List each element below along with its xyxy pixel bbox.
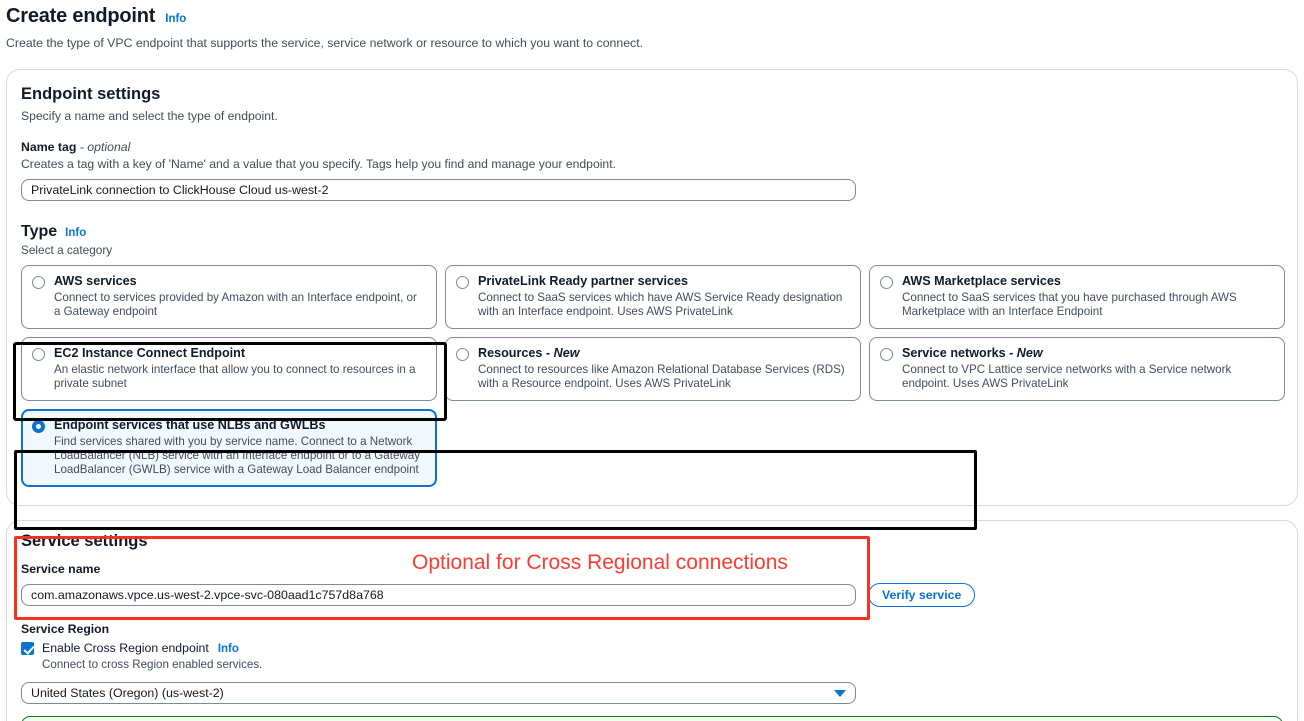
type-option-description: Connect to VPC Lattice service networks …	[902, 363, 1232, 390]
type-option-title: PrivateLink Ready partner services	[478, 274, 689, 288]
type-option-description: Connect to SaaS services that you have p…	[902, 291, 1237, 318]
type-info-link[interactable]: Info	[65, 227, 87, 239]
type-option-endpoint-services-nlb-gwlb[interactable]: Endpoint services that use NLBs and GWLB…	[21, 409, 437, 487]
radio-icon[interactable]	[456, 276, 469, 289]
type-option-service-networks[interactable]: Service networks - New Connect to VPC La…	[869, 337, 1285, 401]
checkbox-checked-icon[interactable]	[21, 642, 34, 655]
service-region-label: Service Region	[21, 622, 110, 636]
service-settings-title: Service settings	[21, 532, 148, 550]
endpoint-settings-card: Endpoint settings Specify a name and sel…	[6, 69, 1298, 506]
type-option-description: Connect to services provided by Amazon w…	[54, 291, 417, 318]
service-name-label: Service name	[21, 562, 101, 576]
endpoint-type-options: AWS services Connect to services provide…	[21, 265, 1285, 487]
radio-icon-selected[interactable]	[32, 420, 45, 433]
enable-cross-region-description: Connect to cross Region enabled services…	[42, 658, 263, 671]
radio-icon[interactable]	[456, 348, 469, 361]
type-option-ec2-instance-connect-endpoint[interactable]: EC2 Instance Connect Endpoint An elastic…	[21, 337, 437, 401]
name-tag-label: Name tag - optional	[21, 140, 1283, 154]
name-tag-optional-text: - optional	[79, 140, 131, 154]
chevron-down-icon[interactable]	[834, 689, 846, 697]
service-name-row: com.amazonaws.vpce.us-west-2.vpce-svc-08…	[21, 583, 1283, 607]
type-option-description: Connect to resources like Amazon Relatio…	[478, 363, 845, 390]
type-option-privatelink-ready-partner-services[interactable]: PrivateLink Ready partner services Conne…	[445, 265, 861, 329]
service-settings-card: Service settings Service name com.amazon…	[6, 520, 1298, 721]
verify-service-button[interactable]: Verify service	[868, 583, 976, 607]
page-header: Create endpoint Info Create the type of …	[0, 0, 1304, 51]
name-tag-hint: Creates a tag with a key of 'Name' and a…	[21, 157, 616, 171]
type-option-title: Endpoint services that use NLBs and GWLB…	[54, 418, 326, 432]
radio-icon[interactable]	[880, 276, 893, 289]
service-region-select[interactable]: United States (Oregon) (us-west-2)	[21, 682, 856, 704]
service-name-input[interactable]: com.amazonaws.vpce.us-west-2.vpce-svc-08…	[21, 584, 856, 606]
name-tag-label-text: Name tag	[21, 140, 77, 154]
type-option-title-text: Resources -	[478, 346, 554, 360]
type-option-title: AWS Marketplace services	[902, 274, 1061, 288]
page-subtitle: Create the type of VPC endpoint that sup…	[6, 36, 644, 50]
annotation-note-cross-region: Optional for Cross Regional connections	[412, 551, 788, 574]
type-option-title: Service networks - New	[902, 346, 1274, 361]
type-option-resources[interactable]: Resources - New Connect to resources lik…	[445, 337, 861, 401]
radio-icon[interactable]	[32, 348, 45, 361]
type-option-title: Resources - New	[478, 346, 850, 361]
radio-icon[interactable]	[32, 276, 45, 289]
name-tag-input[interactable]: PrivateLink connection to ClickHouse Clo…	[21, 179, 856, 201]
type-option-description: Find services shared with you by service…	[54, 435, 421, 476]
enable-cross-region-label: Enable Cross Region endpoint	[42, 641, 209, 655]
endpoint-settings-description: Specify a name and select the type of en…	[21, 109, 278, 123]
type-option-description: Connect to SaaS services which have AWS …	[478, 291, 843, 318]
type-heading: Type	[21, 223, 58, 240]
type-option-title: AWS services	[54, 274, 137, 288]
service-region-selected-value: United States (Oregon) (us-west-2)	[31, 686, 224, 700]
type-heading-row: Type Info	[21, 223, 1283, 241]
type-option-aws-marketplace-services[interactable]: AWS Marketplace services Connect to SaaS…	[869, 265, 1285, 329]
type-option-new-badge: New	[553, 346, 580, 360]
radio-icon[interactable]	[880, 348, 893, 361]
type-hint: Select a category	[21, 243, 113, 257]
page-info-link[interactable]: Info	[165, 13, 187, 25]
type-option-description: An elastic network interface that allow …	[54, 363, 416, 390]
endpoint-settings-title: Endpoint settings	[21, 85, 161, 103]
page-title: Create endpoint	[6, 5, 156, 27]
type-option-title: EC2 Instance Connect Endpoint	[54, 346, 246, 360]
type-option-aws-services[interactable]: AWS services Connect to services provide…	[21, 265, 437, 329]
enable-cross-region-row[interactable]: Enable Cross Region endpoint Info Connec…	[21, 641, 1283, 672]
type-option-title-text: Service networks -	[902, 346, 1017, 360]
alert-service-name-verified: Service name verified.	[21, 716, 1283, 721]
type-option-new-badge: New	[1016, 346, 1043, 360]
cross-region-info-link[interactable]: Info	[217, 643, 239, 655]
